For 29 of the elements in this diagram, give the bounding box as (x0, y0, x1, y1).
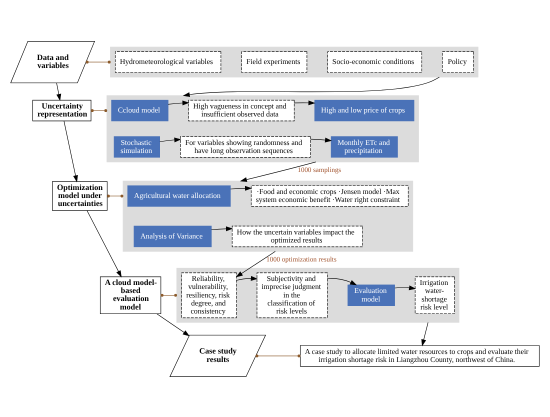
node-box: Uncertainty representation (32, 99, 92, 121)
arrow (160, 136, 182, 142)
arrow (64, 120, 78, 182)
arrow (421, 322, 428, 346)
arrow (236, 250, 276, 277)
arrow (182, 76, 440, 96)
arrow (211, 226, 233, 231)
node-box: Optimization model under uncertainties (52, 180, 108, 210)
arrow (310, 137, 332, 142)
arrow (240, 161, 316, 182)
connector (90, 108, 108, 112)
node-box: A cloud model-based evaluation model (100, 276, 162, 314)
arrow (394, 284, 416, 290)
connector (256, 354, 300, 357)
connector (107, 194, 124, 197)
cluster (106, 94, 419, 162)
arrow (327, 278, 357, 285)
connector (160, 293, 178, 296)
cluster (110, 46, 478, 77)
arrow (56, 82, 62, 100)
cluster (176, 267, 460, 322)
arrow (168, 100, 190, 105)
arrow (236, 275, 258, 280)
arrow (156, 313, 190, 336)
connector (86, 60, 111, 64)
cluster (122, 180, 414, 252)
arrow (86, 210, 122, 277)
arrow (230, 185, 252, 190)
arrow (294, 100, 316, 105)
